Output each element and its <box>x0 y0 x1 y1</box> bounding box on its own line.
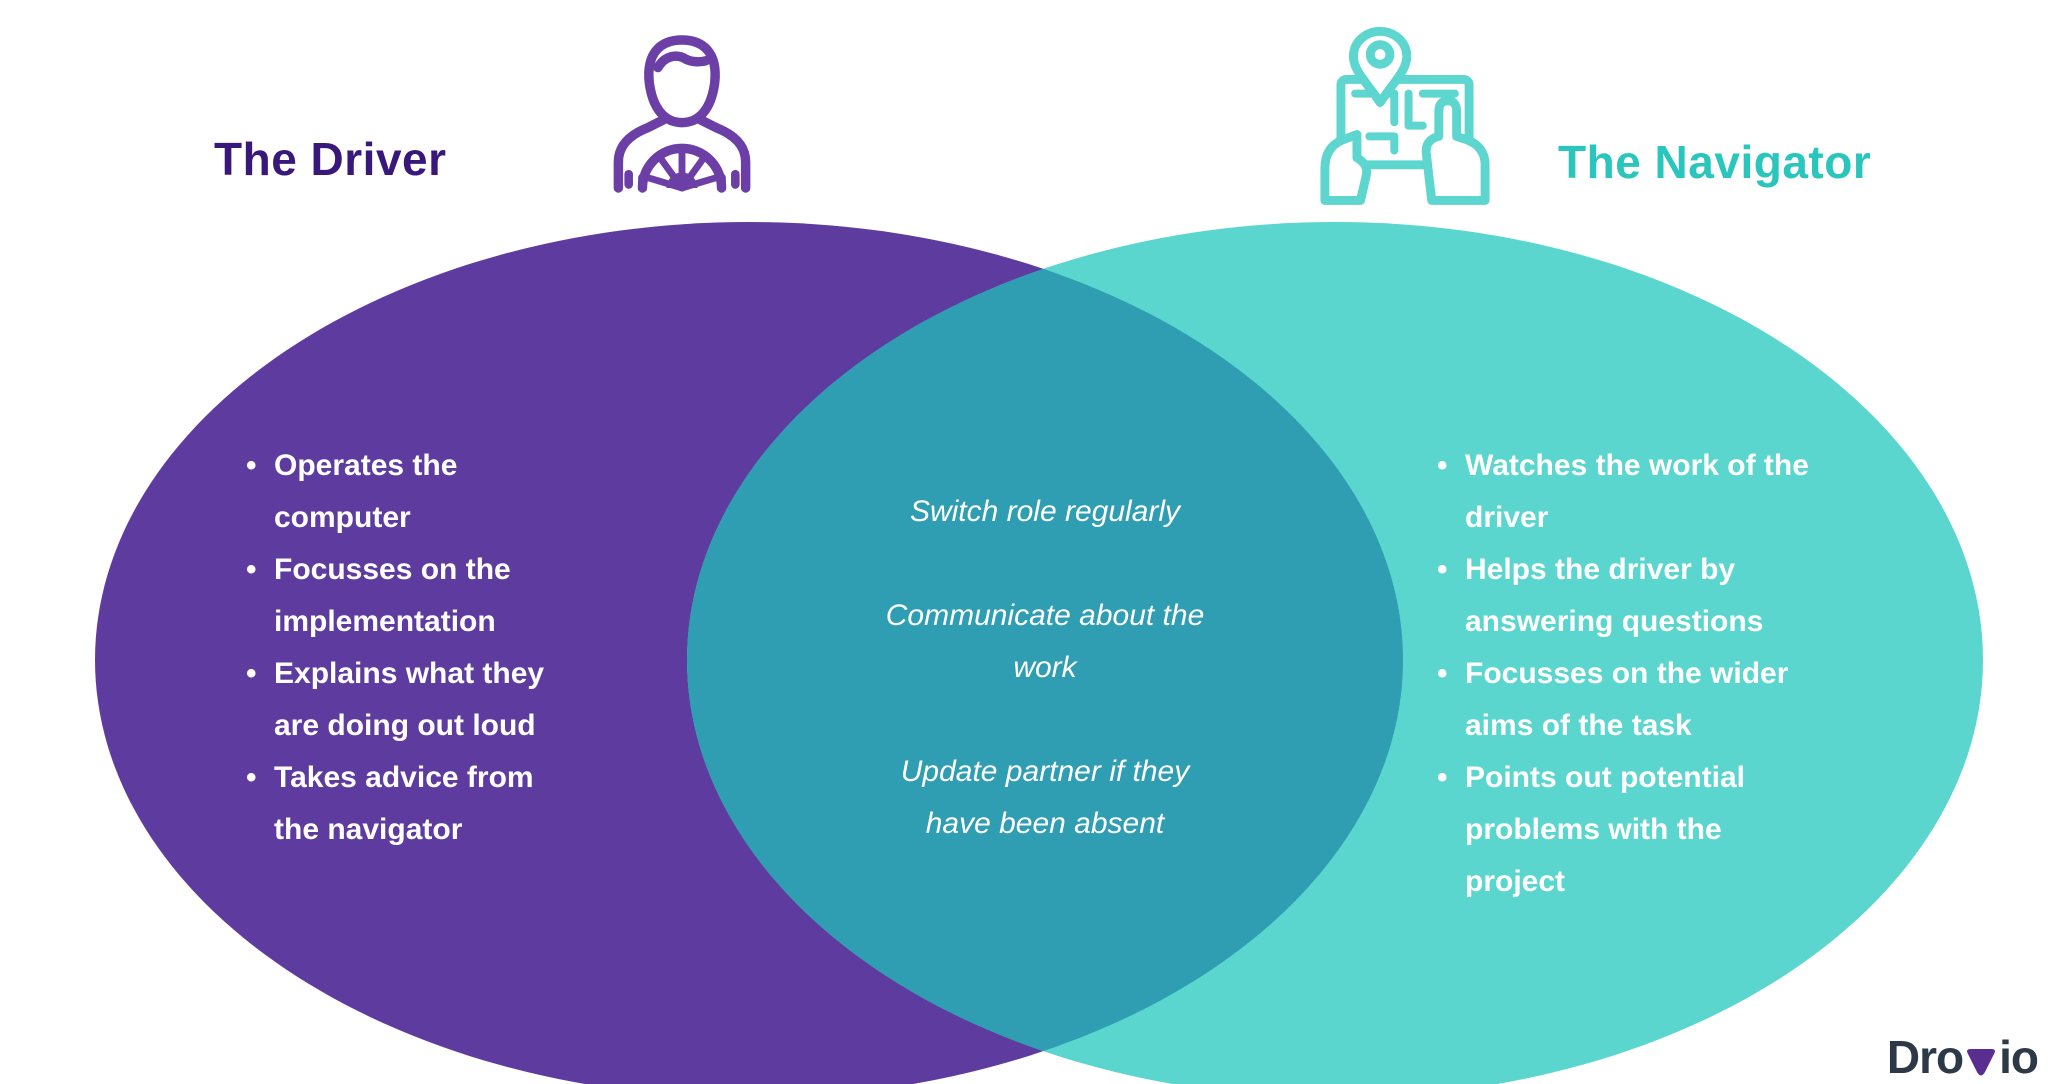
list-item: Helps the driver by answering questions <box>1437 544 1887 648</box>
logo-text-prefix: Dro <box>1886 1031 1964 1083</box>
drovio-logo: Dro io <box>1886 1031 2039 1083</box>
overlap-region <box>687 222 1403 1084</box>
navigator-icon <box>1316 24 1494 206</box>
driver-title: The Driver <box>214 133 447 185</box>
list-item: Explains what they are doing out loud <box>246 648 646 752</box>
driver-list: Operates the computer Focusses on the im… <box>246 440 646 856</box>
shared-item: Communicate about the work <box>885 599 1205 684</box>
drovio-chevron-icon <box>1967 1049 1996 1076</box>
shared-item: Switch role regularly <box>909 495 1181 528</box>
shared-item: Update partner if they have been absent <box>900 755 1190 840</box>
logo-text-suffix: io <box>1999 1031 2039 1083</box>
shared-responsibilities: Switch role regularly Communicate about … <box>815 486 1275 850</box>
list-item: Focusses on the implementation <box>246 544 646 648</box>
navigator-title: The Navigator <box>1558 136 1872 188</box>
driver-icon <box>596 28 768 200</box>
navigator-list: Watches the work of the driver Helps the… <box>1437 440 1887 908</box>
list-item: Watches the work of the driver <box>1437 440 1887 544</box>
list-item: Operates the computer <box>246 440 646 544</box>
list-item: Takes advice from the navigator <box>246 752 646 856</box>
list-item: Focusses on the wider aims of the task <box>1437 648 1887 752</box>
list-item: Points out potential problems with the p… <box>1437 752 1887 908</box>
